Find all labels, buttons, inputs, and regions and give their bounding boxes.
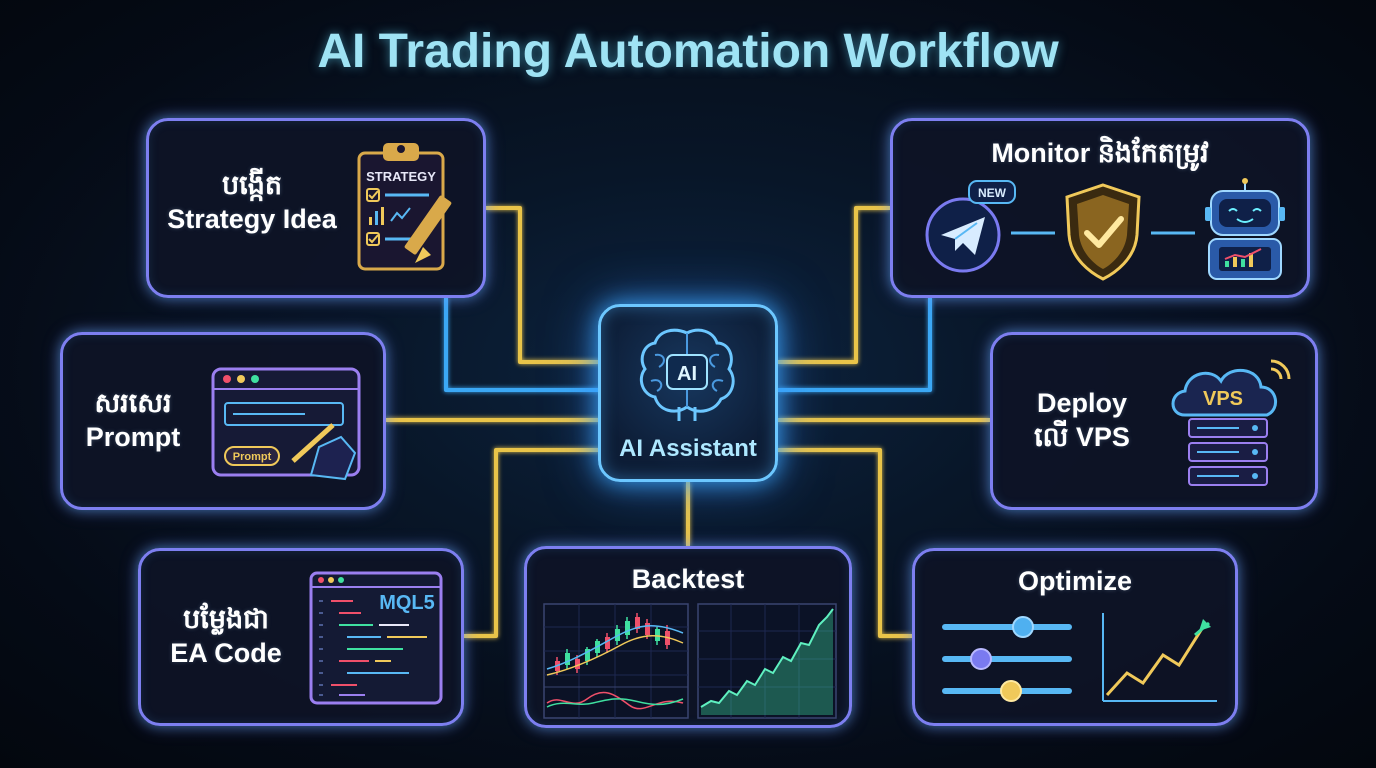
strategy-label-khmer: បង្កើត <box>222 170 282 200</box>
prompt-label: សរសេរ Prompt <box>73 387 193 455</box>
slider-icon <box>942 680 1072 702</box>
prompt-button-text: Prompt <box>233 451 272 463</box>
telegram-icon <box>925 197 1001 273</box>
ai-assistant-label: AI Assistant <box>619 435 757 462</box>
new-badge-text: NEW <box>978 186 1007 200</box>
prompt-label-english: Prompt <box>85 421 181 452</box>
shield-check-icon <box>1065 183 1141 281</box>
strategy-label: បង្កើត Strategy Idea <box>161 169 343 237</box>
cloud-icon <box>1171 368 1277 417</box>
slider-icon <box>942 648 1072 670</box>
code-label: បម្លែងជា EA Code <box>151 603 301 671</box>
code-label-english: EA Code <box>170 637 282 668</box>
vps-illustration: VPS <box>1171 359 1291 486</box>
optimize-label: Optimize <box>1017 566 1132 596</box>
step-card-strategy[interactable]: បង្កើត Strategy Idea STRATEGY <box>146 118 486 298</box>
slider-icon <box>942 616 1072 638</box>
clipboard-icon: STRATEGY <box>357 143 452 271</box>
step-card-backtest[interactable]: Backtest <box>524 546 852 728</box>
server-icon <box>1188 418 1268 486</box>
step-card-optimize[interactable]: Optimize <box>912 548 1238 726</box>
candlestick-chart-icon <box>543 603 689 719</box>
step-card-code[interactable]: បម្លែងជា EA Code MQL5 <box>138 548 464 726</box>
equity-curve-icon <box>697 603 837 719</box>
cloud-text: VPS <box>1203 388 1243 410</box>
step-card-deploy[interactable]: Deploy លើ VPS VPS <box>990 332 1318 510</box>
step-card-monitor[interactable]: Monitor និងកែតម្រូវ NEW <box>890 118 1310 298</box>
connector-code-hub <box>464 448 600 638</box>
new-badge: NEW <box>968 180 1016 204</box>
connector-monitor-hub <box>778 206 890 364</box>
ai-chip-text: AI <box>677 363 697 385</box>
robot-icon <box>1205 178 1285 280</box>
code-badge-text: MQL5 <box>379 592 435 614</box>
connector-strategy-hub <box>486 206 600 364</box>
hand-pen-icon <box>291 423 357 481</box>
brain-icon: AI <box>639 328 735 421</box>
code-label-khmer: បម្លែងជា <box>183 604 269 634</box>
connector-monitor-hub-blue <box>778 298 932 392</box>
wifi-icon <box>1270 359 1291 380</box>
connector-optimize-hub <box>778 448 912 638</box>
deploy-label: Deploy លើ VPS <box>1007 387 1157 455</box>
browser-window-icon: Prompt <box>211 367 361 481</box>
pencil-icon <box>404 195 452 263</box>
clipboard-text: STRATEGY <box>366 169 436 184</box>
deploy-label-khmer: លើ VPS <box>1034 421 1130 452</box>
backtest-label: Backtest <box>631 564 745 594</box>
diagram-title: AI Trading Automation Workflow <box>317 25 1059 78</box>
line-chart-icon <box>1102 613 1217 702</box>
monitor-illustration: NEW <box>925 178 1285 281</box>
ai-assistant-hub[interactable]: AI AI Assistant <box>598 304 778 482</box>
monitor-label: Monitor និងកែតម្រូវ <box>991 138 1209 168</box>
deploy-label-english: Deploy <box>1036 388 1128 418</box>
code-editor-icon: MQL5 <box>309 571 443 705</box>
strategy-label-english: Strategy Idea <box>167 203 337 234</box>
connector-strategy-hub-blue <box>444 298 600 392</box>
step-card-prompt[interactable]: សរសេរ Prompt Prompt <box>60 332 386 510</box>
optimize-sliders <box>942 616 1072 702</box>
prompt-label-khmer: សរសេរ <box>94 388 172 418</box>
